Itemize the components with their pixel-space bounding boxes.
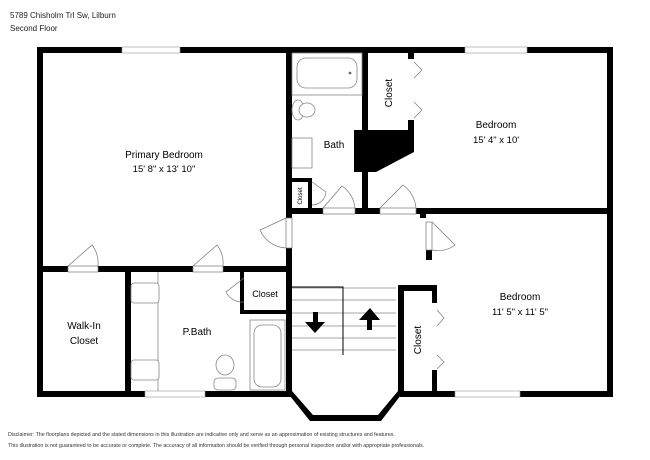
room-name-closet-small: Closet (298, 187, 304, 204)
room-name-primary-bedroom: Primary Bedroom (125, 150, 203, 161)
room-name-walk-in-closet: Walk-In (67, 321, 101, 332)
room-name-closet-pbath: Closet (252, 289, 278, 299)
sink-icon-3 (130, 359, 160, 381)
stairs (292, 286, 396, 355)
arrow-up-icon (359, 308, 380, 330)
room-dims-primary-bedroom: 15' 8" x 13' 10" (133, 164, 196, 175)
toilet-icon-2 (215, 354, 235, 376)
room-labels: Primary Bedroom 15' 8" x 13' 10" Bedroom… (67, 79, 548, 355)
room-name-closet-lower: Closet (413, 326, 424, 355)
sink-icon (291, 137, 313, 169)
property-address: 5789 Chisholm Trl Sw, Lilburn (10, 11, 116, 20)
room-name-walk-in-closet-2: Closet (70, 336, 99, 347)
room-name-bath: Bath (324, 140, 345, 151)
floor-label: Second Floor (10, 24, 58, 33)
disclaimer-line-2: This illustration is not guaranteed to b… (8, 443, 425, 449)
room-name-bedroom-2: Bedroom (500, 292, 541, 303)
windows (121, 46, 528, 398)
fixtures (130, 52, 363, 391)
room-name-bedroom-1: Bedroom (476, 120, 517, 131)
disclaimer-line-1: Disclaimer: The floorplans depicted and … (8, 432, 395, 438)
sink-icon-2 (130, 282, 160, 304)
room-name-closet-upper: Closet (384, 79, 395, 108)
walls (37, 47, 613, 421)
room-dims-bedroom-1: 15' 4" x 10' (473, 135, 519, 146)
room-dims-bedroom-2: 11' 5" x 11' 5" (492, 307, 548, 318)
doors (67, 61, 456, 370)
bathtub-icon (296, 57, 358, 89)
room-name-p-bath: P.Bath (183, 327, 212, 338)
arrow-down-icon (305, 312, 325, 333)
